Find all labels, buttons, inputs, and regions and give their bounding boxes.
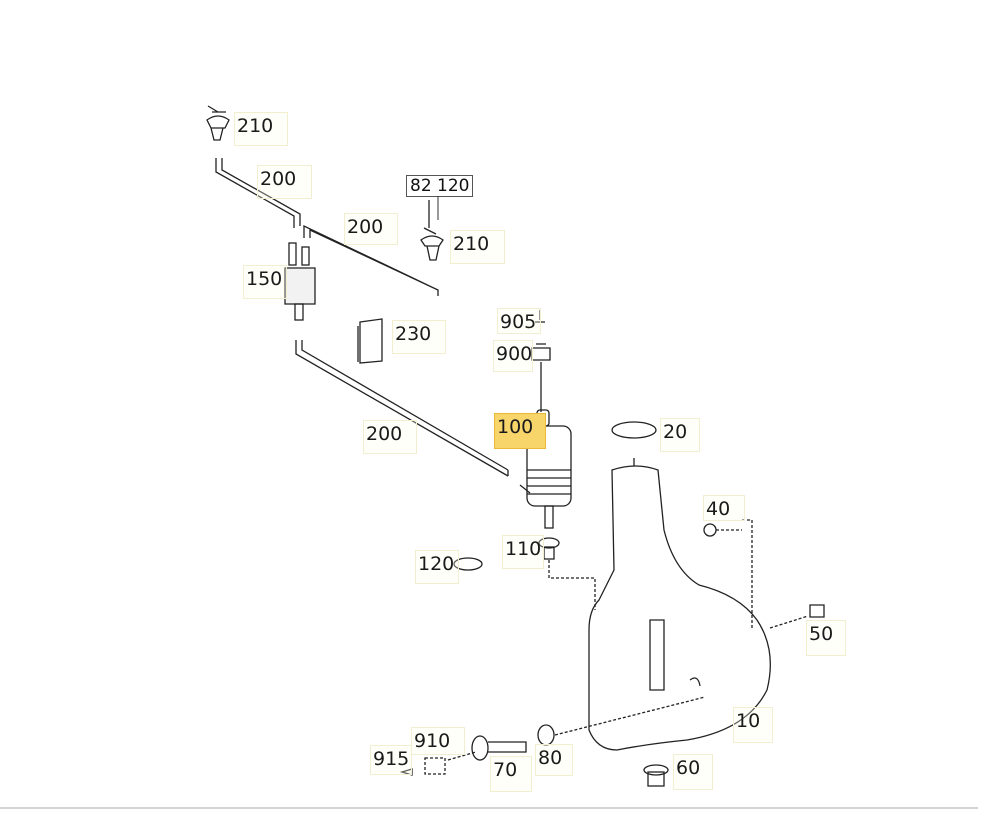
callout-200[interactable]: 200	[363, 420, 417, 454]
nozzle-part-210-right	[420, 200, 444, 261]
callout-40[interactable]: 40	[703, 495, 745, 521]
callout-80[interactable]: 80	[535, 744, 573, 776]
tank-part-10	[588, 465, 771, 751]
reference-label: 82 120	[406, 175, 474, 197]
callout-70[interactable]: 70	[490, 756, 532, 792]
seal-part-120	[453, 557, 483, 571]
callout-915[interactable]: 915	[370, 745, 412, 775]
callout-900[interactable]: 900	[493, 340, 533, 372]
hose-part-200-middle	[303, 224, 439, 296]
cap-part-20	[611, 421, 657, 439]
clip-part-230	[357, 318, 383, 364]
screw-part-40	[703, 519, 753, 630]
bottom-divider	[0, 807, 978, 809]
callout-150[interactable]: 150	[243, 265, 287, 299]
callout-110[interactable]: 110	[502, 535, 544, 569]
hose-part-200-top	[215, 158, 301, 228]
callout-200[interactable]: 200	[344, 213, 398, 245]
callout-60[interactable]: 60	[673, 754, 713, 790]
clip-part-50	[769, 604, 825, 629]
callout-905[interactable]: 905	[497, 308, 541, 334]
callout-120[interactable]: 120	[415, 550, 459, 584]
callout-20[interactable]: 20	[660, 418, 700, 452]
callout-910[interactable]: 910	[411, 727, 465, 755]
callout-210[interactable]: 210	[234, 112, 288, 146]
plug-part-60	[643, 764, 669, 787]
callout-230[interactable]: 230	[392, 320, 446, 354]
nozzle-part-210	[206, 105, 230, 141]
sensor-parts-70-80-910-915	[399, 696, 706, 776]
callout-210[interactable]: 210	[450, 230, 505, 264]
grommet-part-110	[538, 537, 596, 610]
hose-part-200-lower	[295, 340, 509, 477]
callout-100-selected[interactable]: 100	[494, 413, 546, 449]
callout-200[interactable]: 200	[257, 165, 312, 199]
callout-10[interactable]: 10	[733, 707, 773, 743]
valve-part-150	[284, 242, 316, 321]
callout-50[interactable]: 50	[806, 620, 846, 656]
